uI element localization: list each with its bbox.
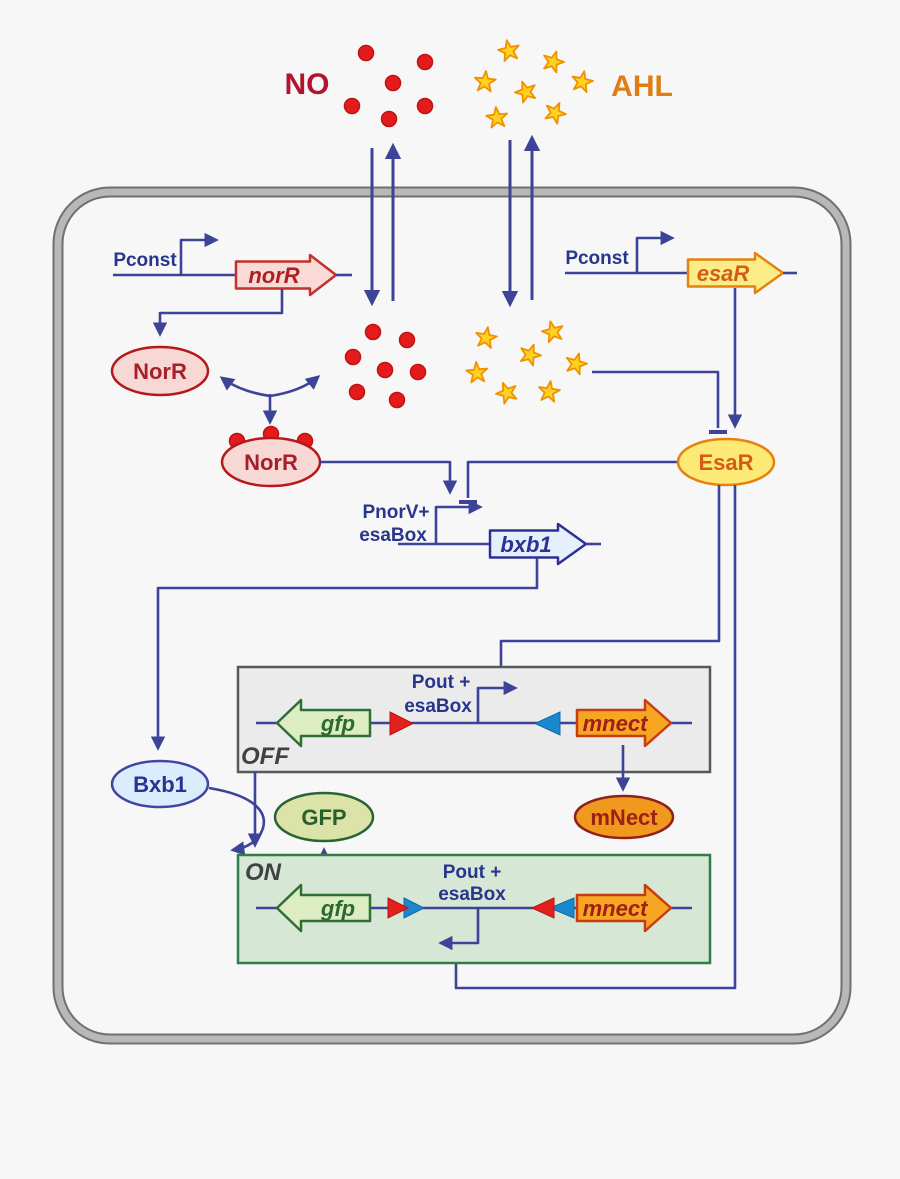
norr-protein-label: NorR [133,359,187,384]
no-molecule-icon [364,323,382,341]
norr-activation-arrow [320,460,458,495]
bxb1-gene-arrow [488,522,588,566]
attp-site-blue-icon [533,711,561,736]
off-state-label: OFF [241,743,290,770]
mnect-protein-oval [573,794,675,840]
membrane-transport-arrows [363,134,541,308]
esar-gene-arrow [686,251,785,295]
no-signal-extracellular: NO [285,44,434,128]
ahl-label: AHL [611,70,673,103]
on-gfp-gene-label: gfp [320,896,355,921]
attl-site-red-half-icon [387,897,410,919]
off-pout-label-line1: Pout + [412,672,471,693]
no-molecule-icon [416,53,434,71]
bxb1-promoter-icon [434,499,483,544]
bxb1-cassette: PnorV+ esaBox bxb1 [150,499,601,751]
on-pout-label-line1: Pout + [443,862,502,883]
off-pout-label-line2: esaBox [404,696,472,717]
no-molecule-icon [344,348,362,366]
off-mnect-gene-label: mnect [583,711,649,736]
norr-active-label: NorR [244,450,298,475]
gfp-protein: GFP [273,791,375,843]
esar-protein: EsaR [676,437,776,487]
ahl-repression-of-esar [592,370,727,434]
off-mnect-gene-arrow [575,698,673,748]
esar-off-repression-line [499,485,721,676]
bxb1-gene-label: bxb1 [500,532,551,557]
no-label: NO [285,68,330,101]
off-promoter-icon [476,680,518,723]
membrane-band-icon [54,188,850,1043]
norr-protein: NorR [110,345,210,397]
bxb1-catalysis-arrow [208,786,266,856]
off-gfp-gene-label: gfp [320,711,355,736]
on-promoter-flipped-icon [438,908,480,951]
no-molecule-icon [376,361,394,379]
gfp-protein-label: GFP [301,805,346,830]
no-molecule-cluster-inside [344,323,427,409]
esar-on-repression-loop [454,485,737,990]
esar-promoter-icon [635,230,675,273]
no-molecule-icon [416,97,434,115]
gfp-protein-oval [273,791,375,843]
norr-promoter-icon [179,232,219,275]
no-molecule-icon [348,383,366,401]
cell-membrane [52,186,852,1045]
norr-cassette: Pconst norR [113,232,352,337]
esar-protein-oval [676,437,776,487]
attr-site-blue-half-icon [548,897,575,919]
mnect-protein: mNect [573,794,675,840]
pconst-right-label: Pconst [565,248,629,269]
attb-site-red-icon [389,711,415,736]
esar-cassette: Pconst esaR [565,230,797,429]
pnorv-label-line2: esaBox [359,525,427,546]
pconst-left-label: Pconst [113,250,177,271]
norr-protein-oval [110,345,210,397]
off-gfp-gene-arrow [275,698,372,748]
on-mnect-gene-arrow [575,883,673,933]
binding-arrow-to-no [269,375,321,398]
reporter-on-state: ON Pout + esaBox gfp mnect [236,853,712,965]
reporter-off-state: OFF Pout + esaBox gfp mnect [236,665,712,774]
esar-repression-line-left [466,460,677,498]
pnorv-label-line1: PnorV+ [362,502,429,523]
mnect-protein-label: mNect [590,805,658,830]
on-gfp-gene-arrow [275,883,372,933]
on-pout-label-line2: esaBox [438,884,506,905]
ahl-signal-extracellular: AHL [472,37,673,129]
no-molecule-icon [384,74,402,92]
bxb1-expression-arrow [150,558,539,751]
norr-gene-arrow [234,253,338,297]
on-mnect-gene-label: mnect [583,896,649,921]
binding-arrow-to-norr [219,376,271,398]
bxb1-protein-oval [110,759,210,809]
norr-gene-label: norR [248,263,299,288]
no-molecule-icon [398,331,416,349]
attr-site-red-half-icon [530,897,555,919]
ahl-repression-line [592,370,720,428]
no-molecule-icon [357,44,375,62]
no-molecule-icon [380,110,398,128]
no-molecule-icon [409,363,427,381]
on-state-label: ON [245,859,282,886]
no-molecule-icon [388,391,406,409]
norr-no-binding-arrows [219,375,321,425]
bxb1-protein: Bxb1 [110,759,210,809]
esar-protein-label: EsaR [698,450,753,475]
no-molecule-cluster-outside [343,44,434,128]
norr-expression-arrow [152,289,284,337]
norr-active-complex: NorR [220,425,322,488]
no-molecule-icon [343,97,361,115]
bxb1-protein-label: Bxb1 [133,772,187,797]
esar-gene-label: esaR [697,261,750,286]
